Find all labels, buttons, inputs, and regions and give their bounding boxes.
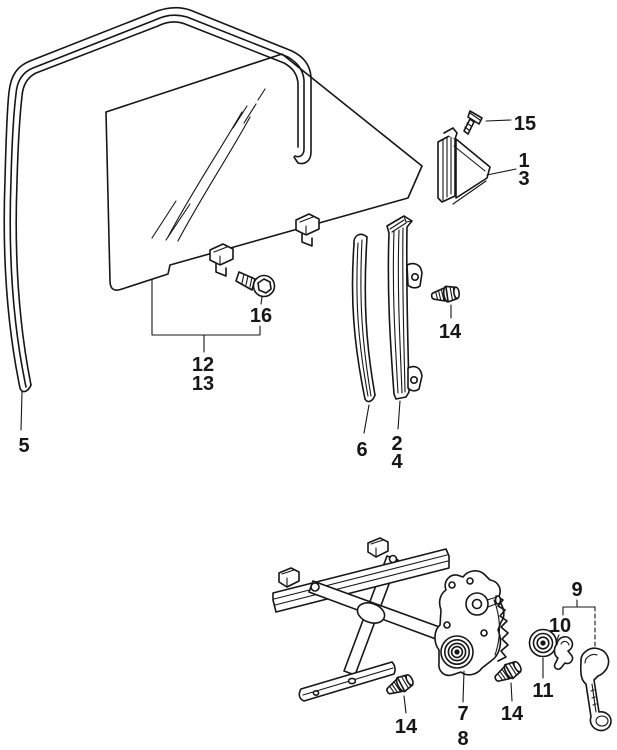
glass-reflection-marks [151,88,266,242]
callout-label-12: 12 [192,354,214,376]
run-channel-inner [15,21,299,386]
callout-label-14b: 14 [395,716,418,738]
handle-body [579,647,612,732]
callout-label-11: 11 [532,680,553,702]
regulator-rail-clip-left [278,567,300,588]
sash-rear [386,215,423,400]
leader-16 [260,296,263,305]
callout-label-6: 6 [356,439,367,461]
regulator-sector-teeth [495,595,509,662]
leader-6 [363,404,370,434]
callout-label-10: 10 [549,615,571,637]
bracket-12-13 [151,278,261,353]
regulator-base-plate [434,570,509,677]
callout-label-1: 1 [518,150,529,172]
leader-14b [403,695,407,714]
corner-sash-triangle [455,138,491,199]
callout-label-3: 3 [518,168,529,190]
clip-10 [553,635,574,671]
callout-label-14c: 14 [501,703,524,725]
regulator-bottom-rail [298,661,396,702]
glass-outline [105,53,423,291]
callout-label-14a: 14 [439,321,462,343]
regulator-center-boss [356,602,386,624]
regulator-top-rail [272,548,450,613]
leader-lines [20,119,596,714]
door-glass [105,53,423,291]
crank-handle [579,647,612,732]
leader-5 [20,391,23,431]
leader-7-8 [462,670,465,703]
bracket-9 [562,599,596,616]
run-channel-outer [3,6,312,389]
callout-label-16: 16 [250,305,272,327]
screw-15 [463,110,483,135]
callout-label-5: 5 [18,435,29,457]
leader-2-4 [397,400,401,430]
glass-holder-clip-left [209,243,234,277]
leader-1-3 [486,168,517,176]
run-channel-mid [9,14,305,388]
callout-label-2: 2 [391,433,402,455]
callout-label-13: 13 [192,373,214,395]
bolt-16 [235,271,276,298]
run-channel-tip [19,384,32,393]
bolt-14-regulator-right [491,657,525,687]
callout-label-9: 9 [571,579,582,601]
corner-sash-bar-notch [443,127,458,140]
regulator-rail-clip-right [367,537,389,558]
corner-sash [437,127,491,205]
glass-holder-clip-right [295,213,320,247]
bolt-14-sash [429,283,461,305]
run-channel [3,6,312,393]
callout-label-7: 7 [457,703,468,725]
leader-15 [485,119,512,122]
callout-label-8: 8 [457,728,468,750]
leader-14c [510,682,513,702]
leader-10 [555,634,560,643]
callout-label-4: 4 [391,451,403,473]
regulator [272,537,509,702]
callout-label-15: 15 [514,113,536,135]
sash-front [351,233,376,403]
regulator-spiral-spring [440,635,474,669]
